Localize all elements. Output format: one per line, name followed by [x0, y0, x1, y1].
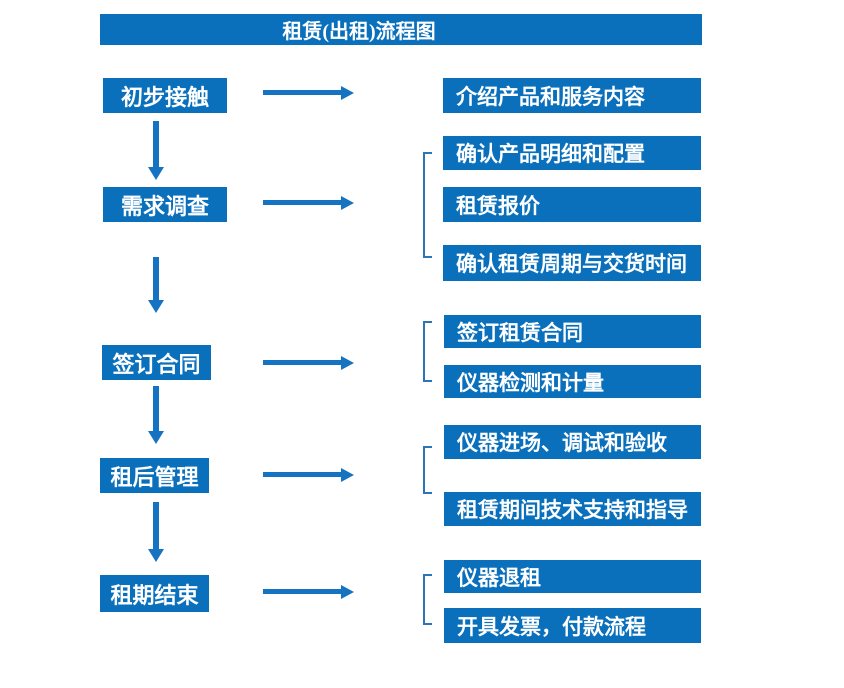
step-label: 租后管理 — [110, 464, 199, 490]
output-label: 仪器退租 — [457, 565, 541, 590]
output-label: 仪器进场、调试和验收 — [457, 431, 667, 455]
output-rental-tech-support: 租赁期间技术支持和指导 — [444, 492, 701, 526]
output-sign-rental-contract: 签订租赁合同 — [444, 315, 701, 348]
output-label: 签订租赁合同 — [457, 320, 583, 345]
step-label: 初步接触 — [120, 84, 209, 110]
bracket-post-rental-group — [423, 446, 432, 494]
step-label: 租期结束 — [110, 582, 199, 608]
step-label: 签订合同 — [112, 351, 201, 377]
output-invoice-payment-process: 开具发票，付款流程 — [444, 608, 701, 643]
output-label: 确认产品明细和配置 — [456, 142, 645, 166]
bracket-rental-end-group — [423, 574, 432, 625]
bracket-sign-contract-group — [423, 321, 432, 382]
output-confirm-rental-period-delivery: 确认租赁周期与交货时间 — [443, 245, 701, 281]
page-title: 租赁(出租)流程图 — [282, 21, 436, 43]
output-label: 租赁报价 — [456, 193, 540, 218]
output-instrument-testing-measurement: 仪器检测和计量 — [444, 365, 701, 398]
output-rental-quote: 租赁报价 — [443, 187, 701, 222]
step-initial-contact: 初步接触 — [103, 78, 227, 113]
title-bar: 租赁(出租)流程图 — [100, 14, 702, 45]
step-label: 需求调查 — [120, 193, 209, 219]
output-label: 确认租赁周期与交货时间 — [456, 252, 687, 276]
output-label: 开具发票，付款流程 — [457, 614, 646, 639]
step-sign-contract: 签订合同 — [102, 345, 211, 380]
bracket-demand-survey-group — [423, 152, 432, 258]
output-confirm-product-details: 确认产品明细和配置 — [443, 136, 701, 170]
output-label: 仪器检测和计量 — [457, 370, 604, 395]
output-label: 租赁期间技术支持和指导 — [457, 498, 688, 522]
step-demand-survey: 需求调查 — [103, 187, 227, 222]
output-label: 介绍产品和服务内容 — [456, 84, 645, 109]
step-rental-end: 租期结束 — [100, 575, 209, 612]
output-introduce-products-services: 介绍产品和服务内容 — [443, 78, 701, 113]
step-post-rental-management: 租后管理 — [100, 458, 209, 493]
output-instrument-return: 仪器退租 — [444, 560, 701, 593]
output-instrument-setup-acceptance: 仪器进场、调试和验收 — [444, 425, 701, 459]
